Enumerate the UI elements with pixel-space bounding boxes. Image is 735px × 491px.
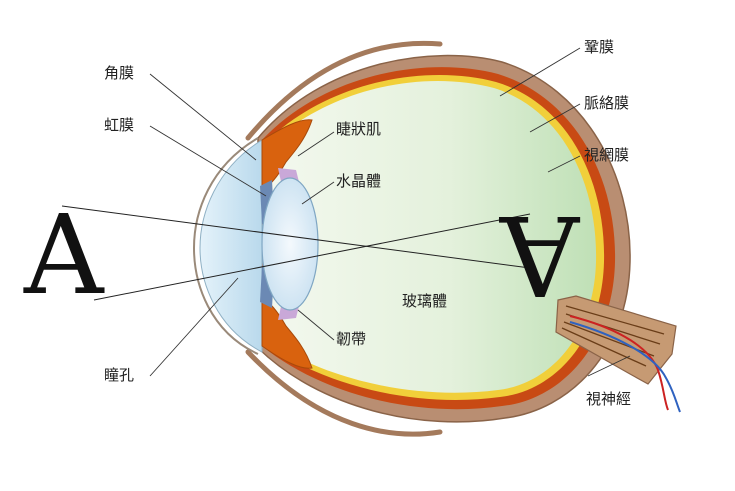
label-lens: 水晶體: [336, 172, 382, 190]
vitreous-body: [270, 80, 597, 393]
label-choroid: 脈絡膜: [584, 94, 630, 112]
cornea: [199, 139, 263, 353]
object-letter: A: [24, 191, 104, 319]
label-optic-nerve: 視神經: [586, 390, 632, 408]
label-sclera: 鞏膜: [584, 38, 615, 56]
leader-lines: [149, 47, 631, 377]
label-ciliary-muscle: 睫狀肌: [336, 120, 382, 138]
label-iris: 虹膜: [104, 116, 135, 134]
lens: [261, 177, 319, 311]
lower-eyelid: [245, 349, 443, 437]
light-rays: [61, 205, 531, 301]
optic-nerve-red-vessel: [569, 315, 669, 411]
label-zonule: 韌帶: [336, 330, 367, 348]
cornea-outline: [192, 137, 259, 355]
optic-nerve-fibers: [561, 305, 665, 367]
optic-nerve-blue-vessel: [569, 321, 681, 413]
image-letter: A: [500, 191, 580, 319]
label-retina: 視網膜: [584, 146, 630, 164]
label-pupil: 瞳孔: [104, 366, 135, 384]
label-cornea: 角膜: [104, 64, 135, 82]
label-vitreous: 玻璃體: [402, 292, 448, 310]
upper-eyelid: [245, 40, 443, 141]
